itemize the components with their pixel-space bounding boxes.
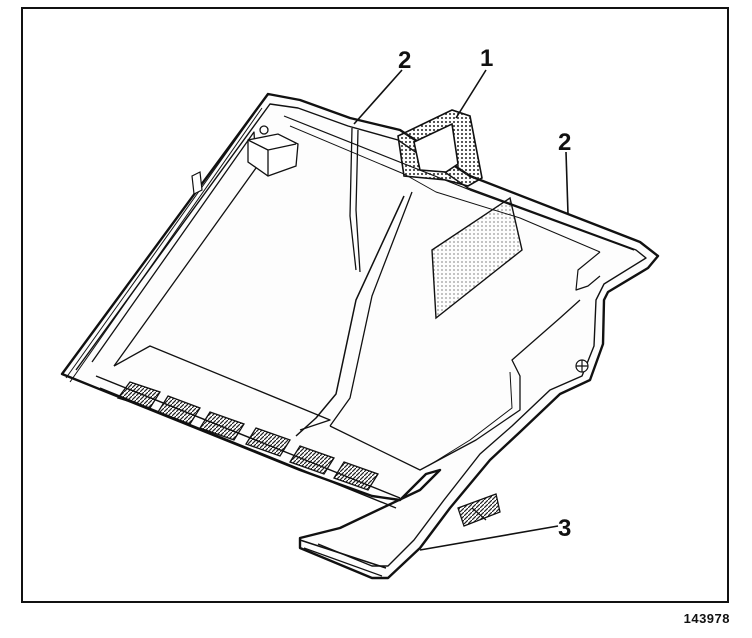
inner-panel-shaded [431, 196, 523, 320]
corner-block [247, 125, 299, 177]
leader-lines [353, 69, 569, 551]
front-hinge-rail [95, 375, 401, 509]
callout-1: 1 [480, 45, 493, 72]
side-fastener [575, 359, 589, 373]
callout-2-left: 2 [398, 47, 411, 74]
latch-clip [457, 493, 501, 527]
figure-id: 143978 [683, 611, 730, 626]
left-tab [191, 171, 203, 195]
leader-2b [565, 151, 569, 215]
leader-3 [419, 525, 559, 551]
callout-3: 3 [558, 515, 571, 542]
leader-2a [353, 69, 403, 125]
item-1-seal [397, 109, 483, 187]
callout-2-right: 2 [558, 129, 571, 156]
item-2-strip-left [349, 127, 361, 273]
leader-1 [455, 69, 487, 119]
